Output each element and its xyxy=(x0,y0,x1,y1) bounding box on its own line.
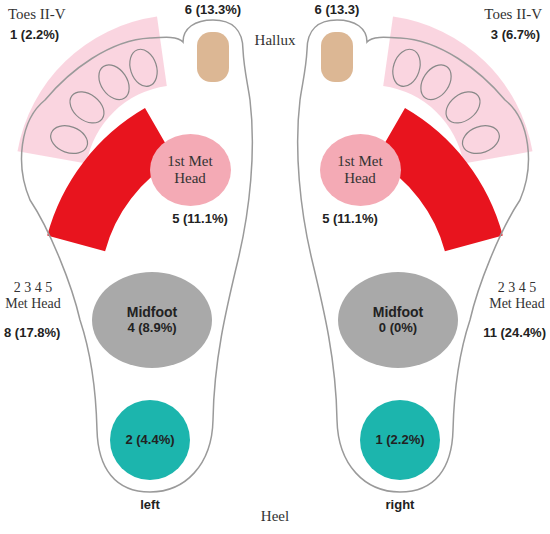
toe-outline xyxy=(459,121,504,158)
toe-outline xyxy=(64,85,110,129)
heel-label: Heel xyxy=(261,508,289,525)
toe-outline xyxy=(125,46,161,90)
count-label: 1 (2.2%) xyxy=(10,28,59,43)
count-label: 6 (13.3%) xyxy=(185,3,241,18)
toe-outline xyxy=(440,85,486,129)
midfoot-ellipse: Midfoot0 (0%) xyxy=(338,272,458,368)
region-fill xyxy=(360,400,440,480)
region-text: 0 (0%) xyxy=(379,321,417,336)
region-text: 1 (2.2%) xyxy=(375,433,424,448)
count-label: 8 (17.8%) xyxy=(4,326,60,341)
count-label: 5 (11.1%) xyxy=(322,212,378,227)
region-text: 4 (8.9%) xyxy=(127,321,176,336)
toe-outline xyxy=(47,121,92,158)
region-fill xyxy=(338,272,458,368)
foot-outline xyxy=(298,20,529,492)
met-head-circle: 1st Met Head5 (11.1%) xyxy=(150,134,231,206)
toe-outline xyxy=(93,59,136,105)
region-text: Midfoot xyxy=(373,304,424,320)
region-label: Toes II-V xyxy=(484,6,542,23)
region-fill xyxy=(110,400,190,480)
region-text: Midfoot xyxy=(127,304,178,320)
toe-outline xyxy=(415,59,458,105)
midfoot-ellipse: Midfoot4 (8.9%) xyxy=(92,272,212,368)
region-fill xyxy=(320,134,401,206)
hallux-region xyxy=(197,32,229,82)
region-text: 2 (4.4%) xyxy=(125,433,174,448)
region-label: Hallux xyxy=(255,32,296,49)
foot-outline xyxy=(22,20,253,492)
toe-outline xyxy=(388,46,424,90)
met-head-circle: 1st Met Head5 (11.1%) xyxy=(320,134,401,206)
side-label: left xyxy=(140,498,160,513)
heel-circle: 2 (4.4%) xyxy=(110,400,190,480)
region-label: Toes II-V xyxy=(8,6,66,23)
region-fill xyxy=(92,272,212,368)
count-label: 3 (6.7%) xyxy=(491,28,540,43)
heel-circle: 1 (2.2%) xyxy=(360,400,440,480)
count-label: 5 (11.1%) xyxy=(172,212,228,227)
region-text: 1st Met Head xyxy=(331,153,389,188)
region-text: 1st Met Head xyxy=(161,153,219,188)
side-label: right xyxy=(386,498,415,513)
right-foot xyxy=(298,17,533,492)
count-label: 6 (13.3) xyxy=(315,3,360,18)
hallux-region xyxy=(321,32,353,82)
count-label: 11 (24.4%) xyxy=(483,326,546,341)
left-foot xyxy=(18,17,253,492)
region-label: 2 3 4 5 Met Head xyxy=(486,280,548,312)
region-fill xyxy=(150,134,231,206)
region-label: 2 3 4 5 Met Head xyxy=(2,280,64,312)
